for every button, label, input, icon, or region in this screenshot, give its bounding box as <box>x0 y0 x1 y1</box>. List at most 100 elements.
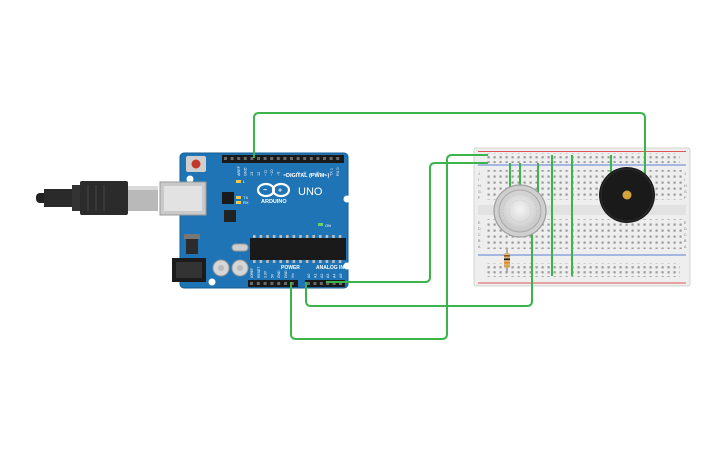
wire-digital-to-buzzer <box>253 112 646 196</box>
digital-pin-hole[interactable] <box>309 157 313 160</box>
row-letter: H <box>478 184 481 188</box>
center-channel <box>478 205 686 215</box>
analog-pin-label: A1 <box>313 274 317 278</box>
analog-pin-hole[interactable] <box>319 282 323 285</box>
row-letter: A <box>478 245 481 249</box>
row-letter: G <box>478 190 481 194</box>
buzzer-icon[interactable] <box>599 167 655 223</box>
row-letter: B <box>478 239 481 243</box>
mount-hole <box>343 195 351 203</box>
digital-pin-hole[interactable] <box>316 157 320 160</box>
digital-pin-label: ~5 <box>303 172 307 176</box>
digital-pin-hole[interactable] <box>283 157 287 160</box>
analog-pin-label: A4 <box>333 274 337 278</box>
row-letter: J <box>478 172 480 176</box>
power-pin-hole[interactable] <box>284 282 287 285</box>
digital-pin-hole[interactable] <box>224 157 227 160</box>
digital-pin-hole[interactable] <box>250 157 254 160</box>
power-pin-label: IOREF <box>250 268 254 278</box>
crystal <box>231 243 249 252</box>
rx-led-label: RX <box>243 200 249 205</box>
reset-button-icon[interactable] <box>186 156 206 172</box>
mount-hole <box>186 175 194 183</box>
digital-pin-hole[interactable] <box>237 157 241 160</box>
model-label: UNO <box>298 186 323 198</box>
analog-pin-hole[interactable] <box>339 282 342 285</box>
digital-pin-hole[interactable] <box>290 157 293 160</box>
analog-header[interactable] <box>305 280 345 287</box>
row-letter: E <box>478 221 481 225</box>
power-pin-label: GND <box>284 270 288 278</box>
power-pin-hole[interactable] <box>250 282 253 285</box>
digital-pin-label: AREF <box>237 165 241 176</box>
power-pin-label: Vin <box>291 273 295 278</box>
row-letter: I <box>684 178 685 182</box>
bottom-pin-holes[interactable] <box>250 282 342 285</box>
digital-pin-hole[interactable] <box>329 157 333 160</box>
digital-pin-hole[interactable] <box>336 157 340 160</box>
analog-pin-label: A3 <box>326 274 330 278</box>
row-letter: F <box>684 196 687 200</box>
wires[interactable] <box>253 112 646 340</box>
power-pin-hole[interactable] <box>290 282 294 285</box>
power-pin-hole[interactable] <box>277 282 281 285</box>
power-pin-label: GND <box>277 270 281 278</box>
analog-pin-hole[interactable] <box>332 282 336 285</box>
svg-text:−: − <box>263 187 267 194</box>
digital-pin-hole[interactable] <box>276 157 280 160</box>
digital-pin-hole[interactable] <box>230 157 234 160</box>
digital-pin-label: 2 <box>323 174 327 176</box>
digital-pin-hole[interactable] <box>263 157 267 160</box>
row-letter: E <box>684 221 687 225</box>
usb-cable[interactable] <box>36 181 158 215</box>
analog-pin-label: A2 <box>320 274 324 278</box>
top-power-rail[interactable] <box>484 153 680 163</box>
voltage-regulator <box>186 238 198 254</box>
digital-header[interactable] <box>222 155 344 163</box>
bottom-power-rail[interactable] <box>484 263 680 277</box>
digital-pin-label: ~9 <box>277 172 281 176</box>
row-letter: A <box>684 245 687 249</box>
analog-pin-hole[interactable] <box>326 282 330 285</box>
wire-gnd-to-rail <box>290 154 488 340</box>
power-pin-hole[interactable] <box>270 282 274 285</box>
on-led-label: ON <box>325 223 331 228</box>
digital-pin-hole[interactable] <box>303 157 307 160</box>
svg-text:+: + <box>278 188 282 195</box>
digital-pin-label: 7 <box>290 174 294 176</box>
power-pin-hole[interactable] <box>256 282 260 285</box>
digital-pin-holes[interactable] <box>224 157 340 160</box>
digital-pin-hole[interactable] <box>270 157 274 160</box>
row-letter: H <box>684 184 687 188</box>
row-letter: I <box>478 178 479 182</box>
digital-pin-hole[interactable] <box>243 157 247 160</box>
analog-pin-label: A5 <box>339 274 343 278</box>
arduino-logo: − + <box>256 182 291 198</box>
gas-sensor-icon[interactable] <box>493 184 547 238</box>
digital-pin-hole[interactable] <box>257 157 260 160</box>
analog-pin-hole[interactable] <box>313 282 317 285</box>
analog-label: ANALOG IN <box>316 265 344 271</box>
usb-plug-icon <box>36 181 158 215</box>
resistor-icon[interactable] <box>504 248 510 272</box>
mount-hole <box>343 262 351 270</box>
digital-pin-label: GND <box>244 167 248 176</box>
digital-pin-label: TX 1 <box>329 168 333 176</box>
usb-chip <box>224 210 236 222</box>
analog-pin-hole[interactable] <box>307 282 310 285</box>
wire-analog-to-sensor <box>326 162 488 283</box>
digital-pin-hole[interactable] <box>296 157 300 160</box>
analog-pin-label: A0 <box>307 274 311 278</box>
power-pin-hole[interactable] <box>263 282 267 285</box>
row-letter: B <box>684 239 687 243</box>
icsp-header <box>222 192 234 204</box>
digital-pin-hole[interactable] <box>323 157 326 160</box>
power-pin-label: RESET <box>257 267 261 278</box>
power-pin-label: 5V <box>270 273 274 278</box>
